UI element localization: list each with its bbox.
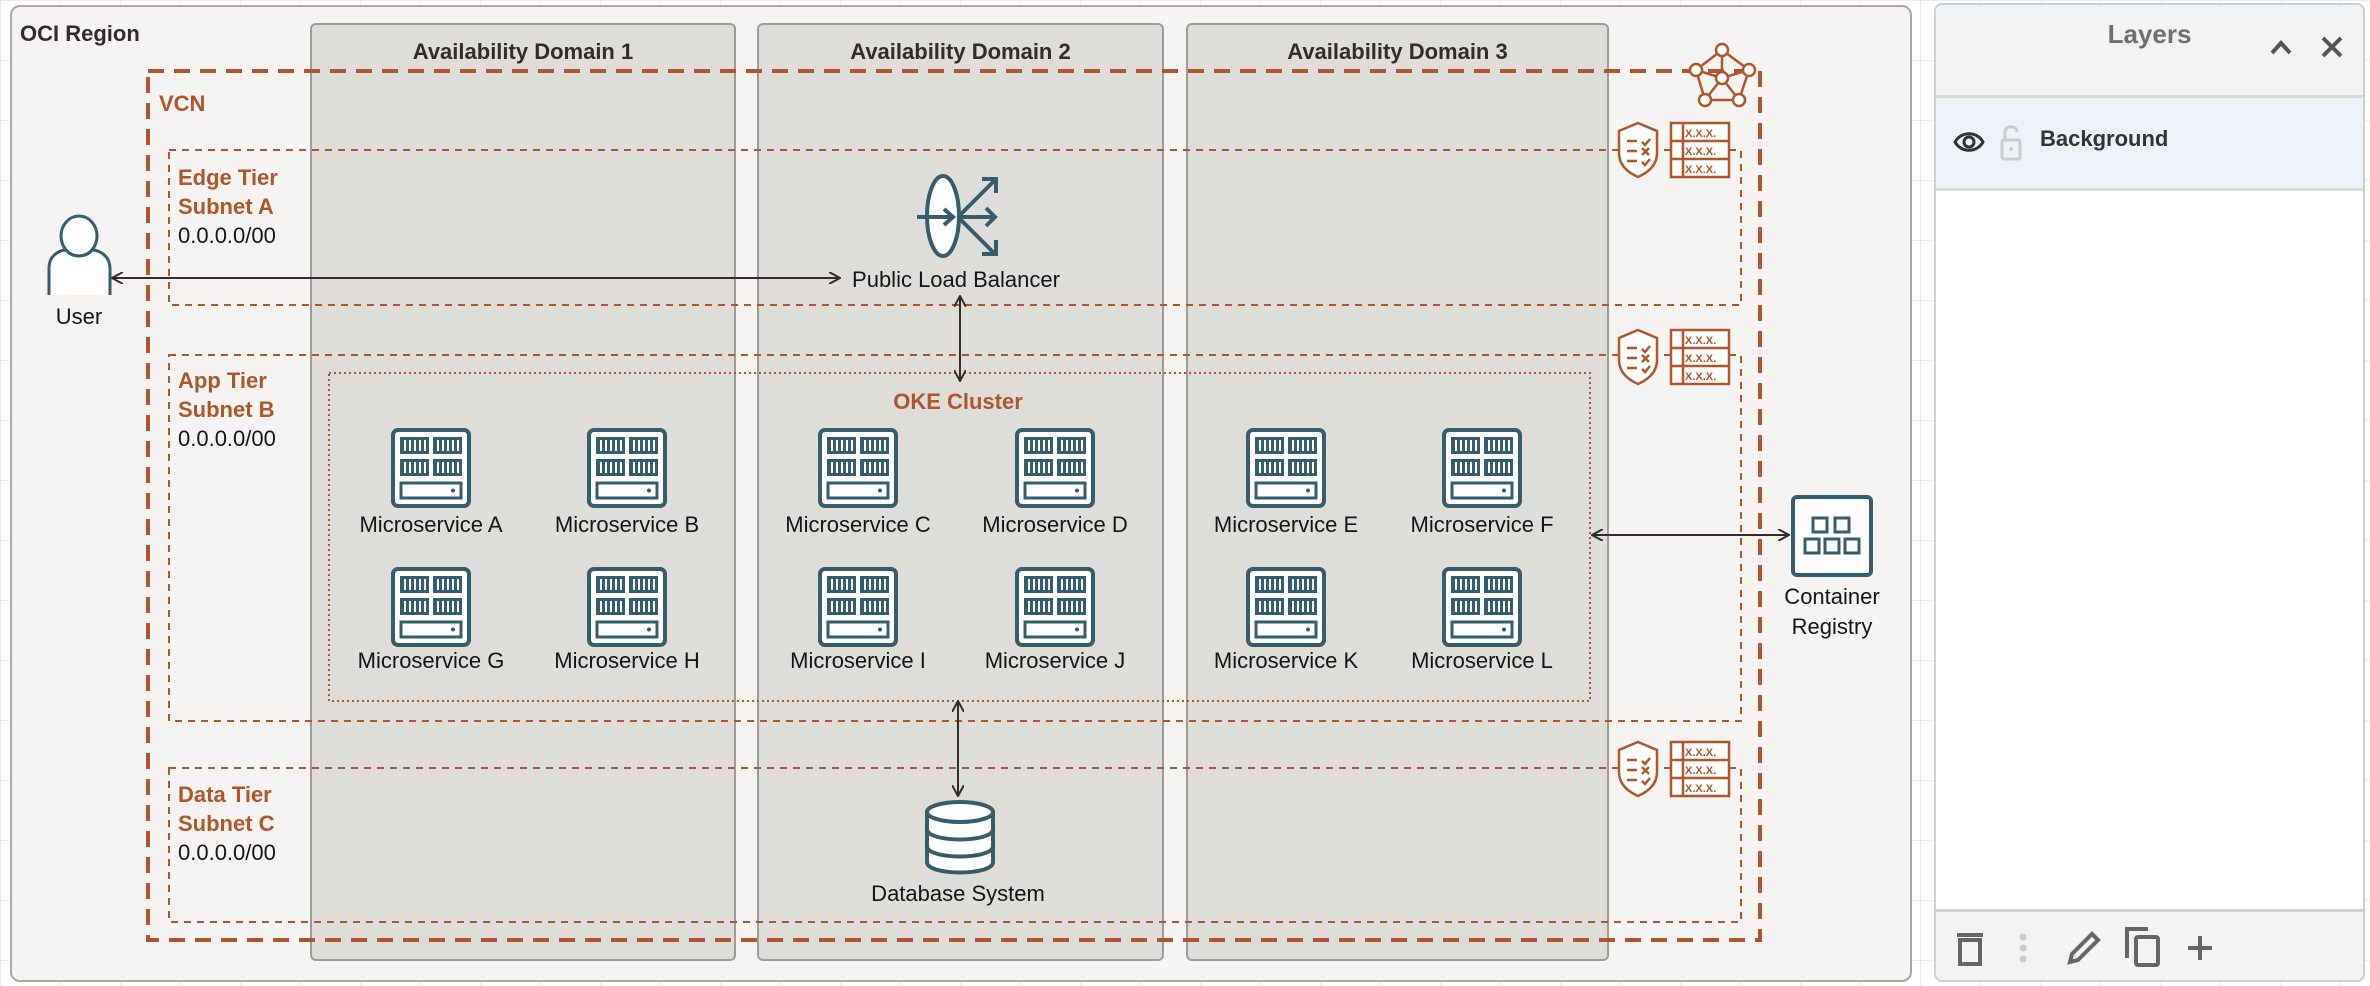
lock-icon[interactable] [2000,122,2022,162]
registry-label-line: Registry [1791,614,1873,639]
region-label: OCI Region [20,21,140,46]
trash-icon[interactable] [1956,932,1984,966]
route-table-entry: X.X.X. [1685,164,1716,176]
microservice-label: Microservice E [1213,512,1359,537]
security-list-icon [1617,328,1661,386]
route-table-icon: X.X.X. X.X.X. X.X.X. [1669,740,1733,798]
route-table-entry: X.X.X. [1685,146,1716,158]
route-table-icon: X.X.X. X.X.X. X.X.X. [1669,121,1733,179]
microservice-label: Microservice B [554,512,700,537]
security-list-icon [1617,121,1661,179]
ad-label: Availability Domain 3 [1287,39,1508,64]
plus-icon[interactable] [2186,934,2214,962]
vcn-icon [1688,42,1757,108]
user-label: User [55,304,103,329]
pencil-icon[interactable] [2066,930,2102,966]
microservice-label: Microservice K [1213,648,1359,673]
microservice-icon [1442,428,1522,508]
edge-subnet-label: Edge Tier Subnet A 0.0.0.0/00 [178,163,278,250]
route-table-entry: X.X.X. [1685,765,1716,777]
database-icon [925,800,995,875]
microservice-icon [587,567,667,647]
route-table-entry: X.X.X. [1685,128,1716,140]
more-icon[interactable] [2018,932,2028,964]
layers-header: Layers [1936,5,2363,98]
microservice-icon [818,428,898,508]
oke-cluster-label: OKE Cluster [893,389,1023,414]
data-subnet-label: Data Tier Subnet C 0.0.0.0/00 [178,780,276,867]
route-table-entry: X.X.X. [1685,371,1716,383]
subnet-name: Subnet A [178,194,274,219]
subnet-cidr: 0.0.0.0/00 [178,426,276,451]
subnet-name: Edge Tier [178,165,278,190]
close-icon[interactable] [2320,35,2344,59]
microservice-label: Microservice G [357,648,505,673]
route-table-entry: X.X.X. [1685,335,1716,347]
load-balancer-icon [917,174,998,258]
eye-icon[interactable] [1953,129,1985,155]
microservice-label: Microservice L [1411,648,1553,673]
layers-title: Layers [2107,19,2192,49]
route-table-entry: X.X.X. [1685,747,1716,759]
user-icon [47,214,112,295]
microservice-icon [1015,428,1095,508]
route-table-entry: X.X.X. [1685,353,1716,365]
container-registry-label: Container Registry [1784,582,1879,642]
subnet-name: App Tier [178,368,267,393]
microservice-icon [1015,567,1095,647]
microservice-label: Microservice F [1410,512,1554,537]
microservice-icon [818,567,898,647]
route-table-icon: X.X.X. X.X.X. X.X.X. [1669,328,1733,386]
oke-cluster-boundary [328,372,1591,702]
microservice-icon [1246,567,1326,647]
subnet-cidr: 0.0.0.0/00 [178,223,276,248]
microservice-icon [1246,428,1326,508]
vcn-boundary [146,69,1762,942]
collapse-icon[interactable] [2268,37,2294,57]
database-label: Database System [871,881,1045,906]
security-list-icon [1617,740,1661,798]
ad-label: Availability Domain 2 [850,39,1071,64]
container-registry-icon [1791,495,1873,577]
microservice-label: Microservice H [554,648,700,673]
route-table-entry: X.X.X. [1685,783,1716,795]
microservice-label: Microservice I [790,648,926,673]
layers-toolbar [1936,909,2363,980]
microservice-label: Microservice J [984,648,1126,673]
subnet-name: Data Tier [178,782,272,807]
duplicate-icon[interactable] [2124,926,2162,968]
layers-panel: Layers Background [1934,3,2365,982]
microservice-icon [391,428,471,508]
load-balancer-label: Public Load Balancer [852,267,1060,292]
microservice-label: Microservice D [982,512,1128,537]
vcn-label: VCN [159,91,206,116]
microservice-label: Microservice A [359,512,503,537]
microservice-icon [587,428,667,508]
registry-label-line: Container [1784,584,1880,609]
microservice-icon [1442,567,1522,647]
app-subnet-label: App Tier Subnet B 0.0.0.0/00 [178,366,276,453]
subnet-name: Subnet C [178,811,275,836]
microservice-icon [391,567,471,647]
layer-name: Background [2040,126,2169,151]
subnet-name: Subnet B [178,397,275,422]
layer-row-background[interactable]: Background [1936,98,2363,191]
subnet-cidr: 0.0.0.0/00 [178,840,276,865]
ad-label: Availability Domain 1 [412,39,634,64]
microservice-label: Microservice C [785,512,931,537]
